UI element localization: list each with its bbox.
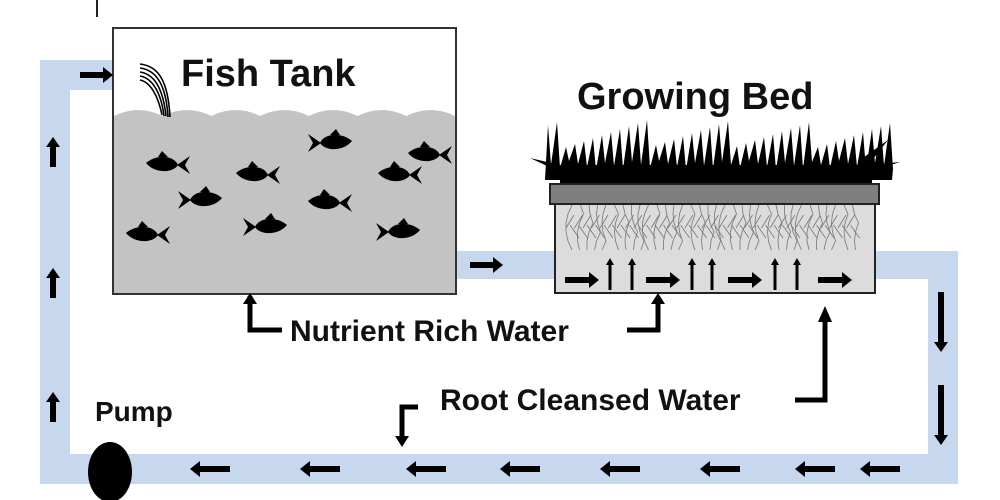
fish-icon: [243, 213, 287, 236]
left-arrow-icon: [190, 461, 230, 477]
right-arrow-icon: [470, 257, 503, 273]
bed-up-arrow-icon: [606, 258, 614, 290]
callout-line-down: [399, 404, 418, 438]
pipe-loop: [40, 60, 958, 484]
fish-tank-border: [112, 27, 457, 295]
left-arrow-icon: [300, 461, 340, 477]
fish-icon: [178, 186, 222, 209]
bed-up-arrow-icon: [708, 258, 716, 290]
up-arrow-icon: [46, 268, 60, 298]
pump-label: Pump: [95, 396, 173, 427]
bed-up-arrow-icon: [628, 258, 636, 290]
fish-icon: [308, 129, 352, 152]
fish-group: [126, 129, 452, 244]
left-arrow-icon: [406, 461, 446, 477]
bed-flow-arrows: [565, 258, 852, 290]
pump-icon: [88, 442, 132, 500]
fish-icon: [146, 151, 190, 174]
down-arrow-icon: [934, 292, 948, 352]
fish-icon: [376, 218, 420, 241]
left-arrow-icon: [700, 461, 740, 477]
nutrient-rich-water-callout: Nutrient Rich Water: [243, 293, 665, 348]
fish-icon: [408, 141, 452, 164]
pipe-flow-arrows: [46, 67, 948, 477]
fish-tank-water: [114, 110, 455, 293]
fish-tank-label: Fish Tank: [181, 53, 356, 95]
callout-arrowhead-up: [818, 306, 832, 322]
callout-arrowhead-down: [395, 436, 409, 447]
callout-arrowhead-left: [243, 293, 257, 304]
plant-foliage-icon: [530, 120, 900, 185]
up-arrow-icon: [46, 137, 60, 167]
right-arrow-icon: [80, 67, 113, 83]
left-arrow-icon: [795, 461, 835, 477]
bed-up-arrow-icon: [771, 258, 779, 290]
bed-right-arrow-icon: [646, 272, 680, 288]
callout-line-up: [795, 318, 828, 403]
nutrient-rich-water-label: Nutrient Rich Water: [290, 315, 569, 348]
fish-icon: [236, 161, 280, 184]
left-arrow-icon: [600, 461, 640, 477]
root-cleansed-water-callout: Root Cleansed Water: [395, 306, 832, 447]
fish-tank: Fish Tank: [112, 27, 457, 295]
roots-icon: [565, 204, 860, 251]
callout-line-left: [247, 296, 282, 333]
bed-right-arrow-icon: [728, 272, 762, 288]
grow-bed-tray: [549, 183, 880, 205]
left-arrow-icon: [500, 461, 540, 477]
bed-right-arrow-icon: [565, 272, 599, 288]
right-pipe: [928, 251, 958, 484]
callout-arrowhead-right: [651, 293, 665, 304]
fish-icon: [126, 221, 170, 244]
growing-bed-label: Growing Bed: [577, 76, 813, 118]
bed-right-arrow-icon: [818, 272, 852, 288]
water-spray-icon: [139, 63, 171, 118]
fish-icon: [308, 189, 352, 212]
down-arrow-icon: [934, 385, 948, 445]
fish-icon: [378, 161, 422, 184]
root-cleansed-water-label: Root Cleansed Water: [440, 384, 741, 417]
bed-up-arrow-icon: [688, 258, 696, 290]
growing-bed: Growing Bed: [530, 76, 900, 294]
callout-line-right: [627, 302, 661, 333]
up-arrow-icon: [46, 392, 60, 422]
left-arrow-icon: [860, 461, 900, 477]
bed-up-arrow-icon: [793, 258, 801, 290]
